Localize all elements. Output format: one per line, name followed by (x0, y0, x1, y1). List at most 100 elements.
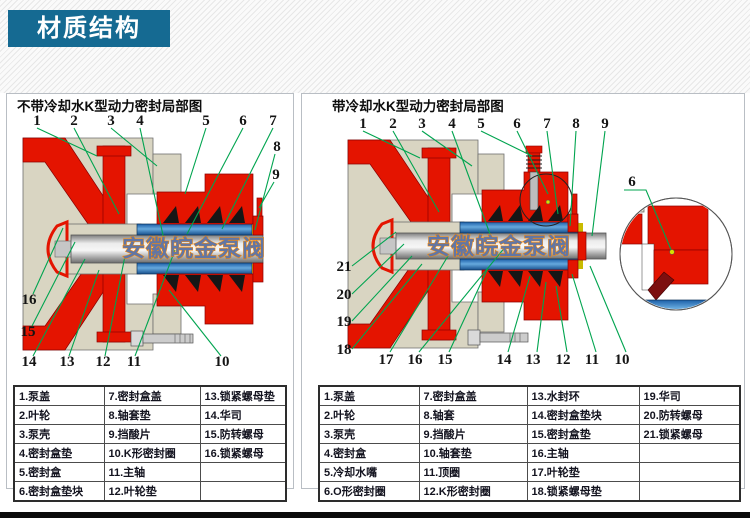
callout-15: 15 (438, 352, 453, 368)
seal-box-top (481, 171, 569, 223)
detail-view: 6 (619, 174, 733, 311)
callout-3: 3 (418, 116, 426, 132)
left-panel-title: 不带冷却水K型动力密封局部图 (17, 99, 203, 114)
callout-2: 2 (70, 113, 78, 129)
table-row: 5.密封盒 11.主轴 (13, 462, 287, 482)
page-title-banner: 材质结构 (8, 10, 170, 47)
gland-bottom (567, 259, 579, 279)
legend-cell: 14.密封盒垫块 (526, 405, 640, 425)
pump-cover-top (477, 153, 505, 195)
legend-cell: 10.轴套垫 (418, 443, 528, 463)
legend-cell: 5.密封盒 (13, 462, 105, 482)
legend-cell: 8.轴套垫 (103, 405, 201, 425)
callout-15: 15 (21, 324, 36, 340)
callout-6: 6 (513, 116, 521, 132)
legend-cell: 15.密封盒垫 (526, 424, 640, 444)
acid-guard (571, 193, 578, 215)
callout-3: 3 (107, 113, 115, 129)
main-shaft (395, 232, 607, 260)
legend-cell: 14.华司 (199, 405, 287, 425)
shaft-sleeve-bottom (459, 258, 579, 271)
callout-16: 16 (408, 352, 424, 368)
callout-1: 1 (359, 116, 367, 132)
callout-7: 7 (543, 116, 551, 132)
legend-cell: 19.华司 (638, 385, 741, 406)
legend-cell: 4.密封盒 (318, 443, 420, 463)
callout-labels: 1 2 3 4 5 6 7 8 9 16 15 14 13 12 11 10 (21, 113, 281, 370)
callout-13: 13 (526, 352, 541, 368)
callout-5: 5 (477, 116, 485, 132)
legend-cell: 17.叶轮垫 (526, 462, 640, 482)
callout-4: 4 (448, 116, 456, 132)
seal-box-bottom (156, 273, 254, 325)
legend-cell: 3.泵壳 (318, 424, 420, 444)
legend-cell: 5.冷却水嘴 (318, 462, 420, 482)
callout-11: 11 (585, 352, 599, 368)
right-legend-table: 1.泵盖 7.密封盒盖 13.水封环 19.华司 2.叶轮 8.轴套 14.密封… (318, 385, 741, 502)
k-seal-rings-bottom (488, 271, 563, 287)
legend-cell: 6.O形密封圈 (318, 481, 420, 502)
shaft-sleeve-top (459, 221, 579, 234)
k-seal-rings-top (488, 205, 563, 221)
callout-10: 10 (615, 352, 630, 368)
callout-19: 19 (337, 314, 352, 330)
legend-cell: 20.防转螺母 (638, 405, 741, 425)
o-ring (647, 271, 675, 301)
callout-14: 14 (497, 352, 513, 368)
page-title: 材质结构 (37, 15, 141, 42)
panel-with-cooling: 带冷却水K型动力密封局部图 (301, 93, 745, 502)
k-seal-rings-top (163, 206, 245, 223)
callout-12: 12 (96, 354, 111, 370)
gland-bottom (252, 262, 264, 283)
oring-marker-dot (545, 199, 551, 205)
footer-bar (0, 512, 750, 518)
callout-4: 4 (136, 113, 144, 129)
impeller-flange-bottom (96, 331, 132, 343)
k-seal-rings-bottom (163, 275, 245, 292)
right-panel-title: 带冷却水K型动力密封局部图 (332, 99, 504, 114)
impeller-flange-top (96, 145, 132, 157)
legend-cell (199, 481, 287, 502)
leader-lines (31, 127, 276, 357)
leader-lines (351, 130, 627, 353)
detail-callout-6: 6 (628, 174, 636, 190)
shaft-sleeve-bottom (136, 262, 253, 275)
table-row: 3.泵壳 9.挡酸片 15.防转螺母 (13, 424, 287, 444)
legend-cell: 10.K形密封圈 (103, 443, 201, 463)
gland-top (567, 213, 579, 233)
table-row: 4.密封盒 10.轴套垫 16.主轴 (318, 443, 741, 463)
legend-cell: 15.防转螺母 (199, 424, 287, 444)
watermark-text: 安徽皖金泵阀 (122, 235, 266, 261)
table-row: 6.密封盒垫块 12.叶轮垫 (13, 481, 287, 502)
callout-6: 6 (239, 113, 247, 129)
table-row: 2.叶轮 8.轴套 14.密封盒垫块 20.防转螺母 (318, 405, 741, 425)
legend-cell: 13.锁紧螺母垫 (199, 385, 287, 406)
pump-cover-top (152, 153, 182, 195)
main-shaft (70, 234, 264, 264)
legend-cell: 3.泵壳 (13, 424, 105, 444)
legend-cell: 11.顶圈 (418, 462, 528, 482)
callout-11: 11 (127, 354, 141, 370)
callout-18: 18 (337, 342, 352, 358)
callout-20: 20 (337, 287, 352, 303)
table-row: 1.泵盖 7.密封盒盖 13.水封环 19.华司 (318, 385, 741, 406)
legend-cell: 7.密封盒盖 (418, 385, 528, 406)
legend-cell (638, 443, 741, 463)
legend-cell: 2.叶轮 (13, 405, 105, 425)
table-row: 6.O形密封圈 12.K形密封圈 18.锁紧螺母垫 (318, 481, 741, 502)
legend-cell: 9.挡酸片 (418, 424, 528, 444)
callout-16: 16 (22, 292, 38, 308)
shaft-sleeve-top (136, 223, 253, 236)
callout-9: 9 (272, 167, 280, 183)
legend-cell: 6.密封盒垫块 (13, 481, 105, 502)
callout-14: 14 (22, 354, 38, 370)
impeller-flange-bottom (421, 329, 457, 341)
table-row: 2.叶轮 8.轴套垫 14.华司 (13, 405, 287, 425)
legend-cell: 11.主轴 (103, 462, 201, 482)
legend-cell: 8.轴套 (418, 405, 528, 425)
legend-cell (638, 481, 741, 502)
callout-21: 21 (337, 259, 352, 275)
callout-8: 8 (273, 139, 281, 155)
legend-cell: 7.密封盒盖 (103, 385, 201, 406)
